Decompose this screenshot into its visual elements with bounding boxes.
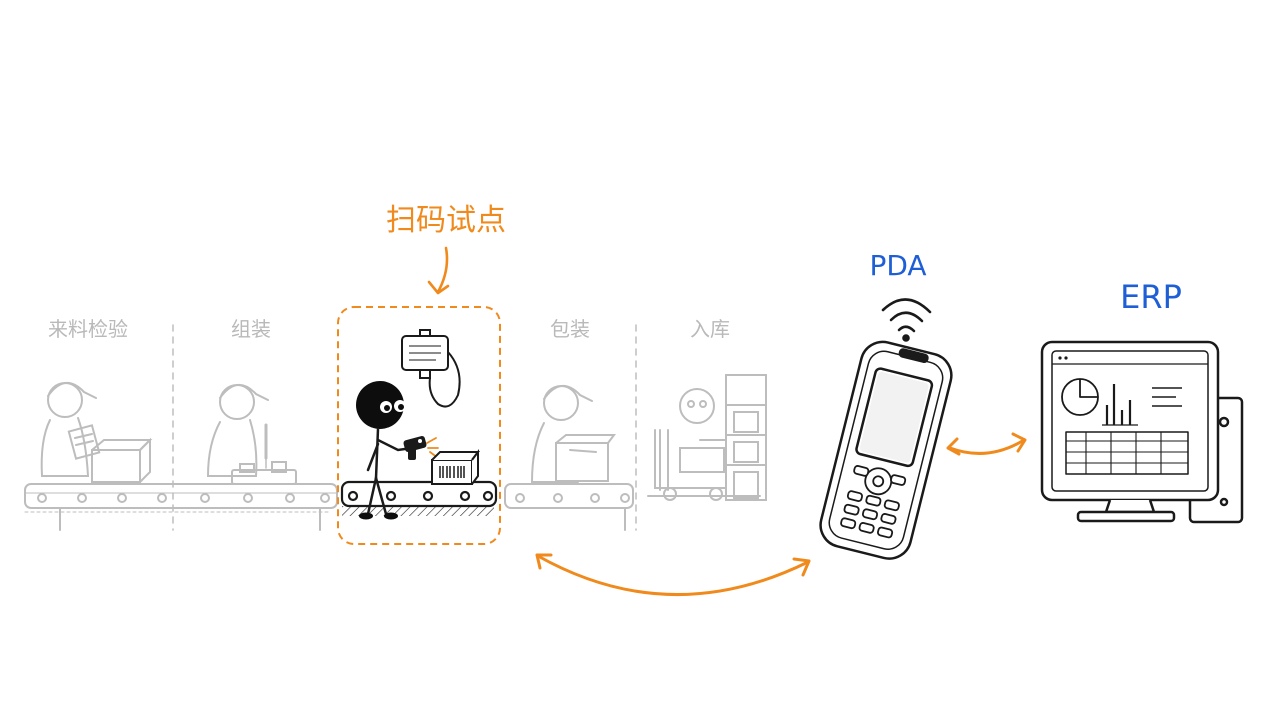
stage-label-assembly: 组装 xyxy=(231,317,271,341)
callout-label: 扫码试点 xyxy=(386,203,506,238)
conveyor-belt xyxy=(505,484,633,530)
erp-label: ERP xyxy=(1120,278,1182,316)
conveyor-belt xyxy=(25,484,337,530)
production-line xyxy=(25,325,766,530)
pda-device-icon xyxy=(816,337,956,563)
stage-label-incoming: 来料检验 xyxy=(48,317,128,341)
conveyor-belt-active xyxy=(342,482,496,516)
stage-label-warehouse: 入库 xyxy=(690,317,730,341)
worker-packer xyxy=(532,386,614,482)
scanning-operator xyxy=(356,381,412,520)
worker-inspector xyxy=(42,383,150,482)
erp-computer-icon xyxy=(1042,342,1242,522)
wifi-signal-icon xyxy=(883,299,930,340)
sync-arrow-pda-erp xyxy=(948,434,1025,454)
callout-arrow xyxy=(429,248,448,293)
stage-label-packing: 包装 xyxy=(550,317,590,341)
scan-pilot-stage xyxy=(338,307,500,544)
barcode-box-icon xyxy=(432,452,478,484)
wall-scanner-icon xyxy=(402,330,460,407)
worker-warehouse xyxy=(648,375,766,500)
sync-arrow-line-pda xyxy=(537,555,809,595)
pda-label: PDA xyxy=(869,249,926,282)
handheld-scanner-icon xyxy=(403,435,427,460)
worker-assembler xyxy=(208,385,296,484)
